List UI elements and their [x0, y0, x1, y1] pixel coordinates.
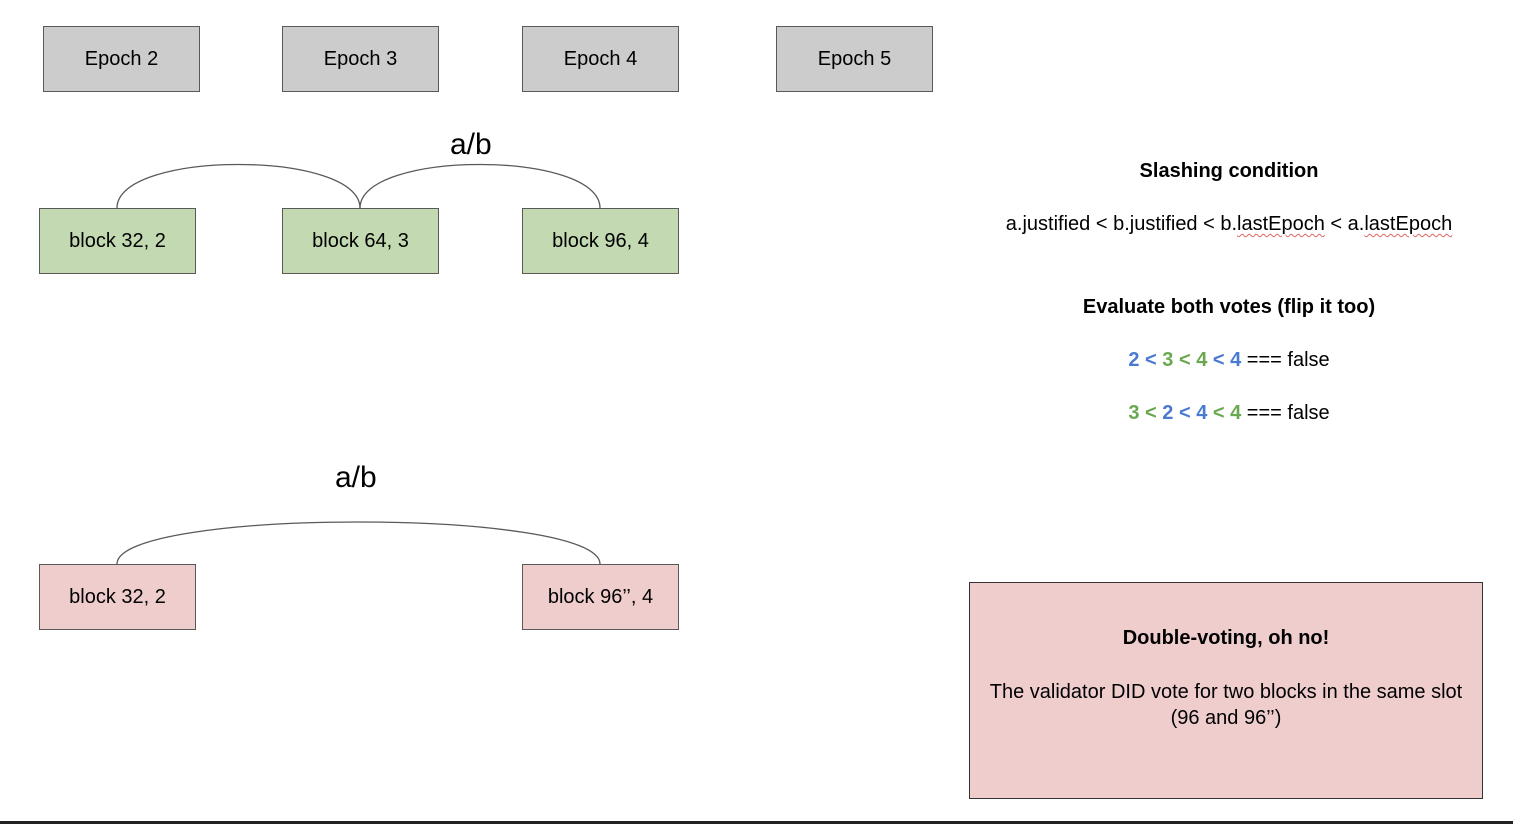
token: <: [1207, 349, 1231, 371]
result-text: === false: [1241, 402, 1330, 424]
bottom-divider: [0, 821, 1513, 824]
token: <: [1139, 349, 1163, 371]
token: 3: [1128, 402, 1140, 424]
block-label: block 96’’, 4: [547, 585, 654, 608]
epoch-box-4: Epoch 4: [522, 26, 679, 92]
top-vote-label: a/b: [450, 128, 492, 161]
formula-text: a.justified < b.justified < b.: [1005, 213, 1238, 235]
formula-text: lastEpoch: [1237, 213, 1325, 235]
arc-32-to-96pp: [116, 521, 601, 565]
arc-64-to-96: [359, 163, 601, 209]
epoch-label: Epoch 3: [323, 47, 398, 70]
arc-32-to-64: [116, 163, 361, 209]
evaluate-title: Evaluate both votes (flip it too): [1082, 296, 1376, 318]
result-text: === false: [1241, 349, 1330, 371]
token: <: [1207, 402, 1231, 424]
bottom-block-32: block 32, 2: [39, 564, 196, 630]
slashing-title: Slashing condition: [1139, 160, 1319, 182]
block-label: block 32, 2: [69, 585, 166, 608]
token: 2: [1128, 349, 1140, 371]
token: 4: [1196, 402, 1208, 424]
callout-title: Double-voting, oh no!: [1122, 627, 1330, 649]
token: 2: [1162, 402, 1174, 424]
block-label: block 32, 2: [69, 229, 166, 252]
token: 4: [1230, 349, 1242, 371]
token: 4: [1230, 402, 1242, 424]
bottom-block-96pp: block 96’’, 4: [522, 564, 679, 630]
slashing-formula: a.justified < b.justified < b.lastEpoch …: [960, 213, 1498, 236]
evaluate-line-1: 2 < 3 < 4 < 4 === false: [970, 349, 1488, 372]
top-block-32: block 32, 2: [39, 208, 196, 274]
epoch-box-3: Epoch 3: [282, 26, 439, 92]
formula-text: lastEpoch: [1364, 213, 1453, 235]
evaluate-line-2: 3 < 2 < 4 < 4 === false: [970, 402, 1488, 425]
token: 3: [1162, 349, 1174, 371]
epoch-box-5: Epoch 5: [776, 26, 933, 92]
token: <: [1173, 402, 1197, 424]
token: 4: [1196, 349, 1208, 371]
double-voting-callout: Double-voting, oh no! The validator DID …: [969, 582, 1483, 799]
epoch-box-2: Epoch 2: [43, 26, 200, 92]
epoch-label: Epoch 2: [84, 47, 159, 70]
callout-body: The validator DID vote for two blocks in…: [989, 681, 1463, 729]
epoch-label: Epoch 4: [563, 47, 638, 70]
top-block-64: block 64, 3: [282, 208, 439, 274]
top-block-96: block 96, 4: [522, 208, 679, 274]
epoch-label: Epoch 5: [817, 47, 892, 70]
block-label: block 64, 3: [312, 229, 409, 252]
token: <: [1173, 349, 1197, 371]
formula-text: < a.: [1324, 213, 1365, 235]
block-label: block 96, 4: [552, 229, 649, 252]
bottom-vote-label: a/b: [335, 461, 377, 494]
token: <: [1139, 402, 1163, 424]
